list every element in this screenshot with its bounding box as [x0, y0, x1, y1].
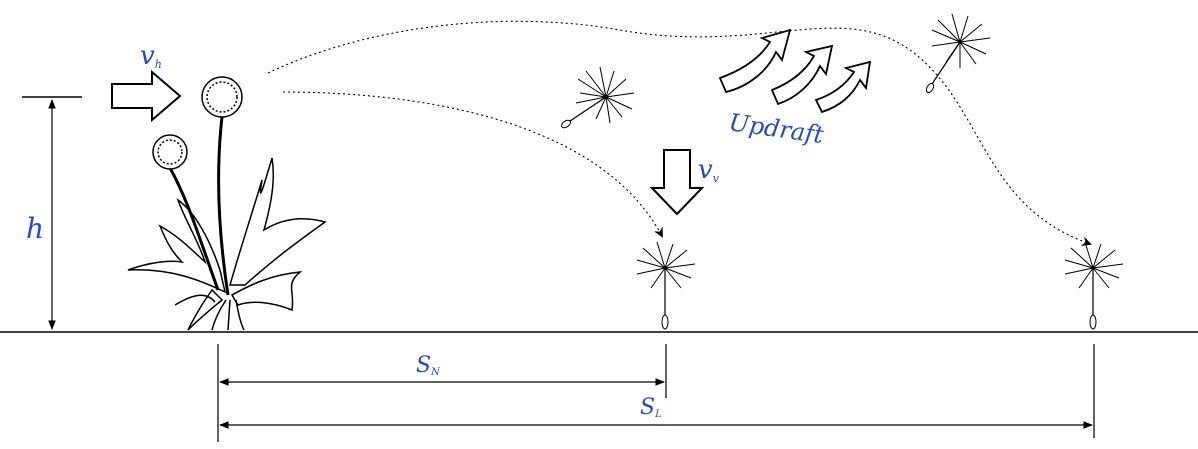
horizontal-velocity-arrow [111, 69, 182, 123]
long-distance-label: SL [640, 395, 662, 420]
dandelion-plant [127, 76, 327, 331]
height-indicator: h [22, 96, 82, 330]
vertical-velocity-label: vv [698, 155, 720, 185]
near-trajectory [282, 91, 663, 238]
long-trajectory [267, 20, 1092, 247]
updraft-arrows [718, 28, 872, 114]
vertical-velocity-arrow [649, 149, 705, 216]
horizontal-velocity-label: vh [140, 41, 162, 71]
floating-seed-1 [561, 66, 635, 129]
distance-markers [217, 344, 1095, 442]
landed-seed-far [1064, 241, 1124, 330]
height-label: h [26, 212, 44, 245]
near-distance-label: SN [416, 353, 441, 378]
landed-seed-near [636, 241, 696, 330]
updraft-label: Updraft [727, 108, 826, 149]
floating-seed-2 [925, 13, 991, 94]
